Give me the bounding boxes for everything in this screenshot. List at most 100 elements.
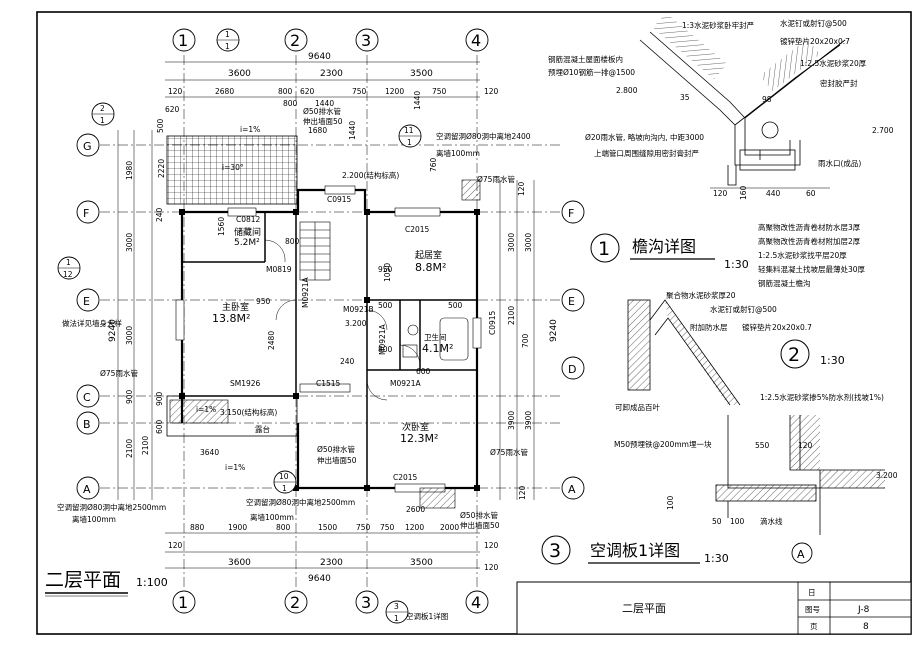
dim-text: 2100 — [507, 306, 516, 325]
detail-label: 轻集料混凝土找坡层最薄处30厚 — [758, 264, 866, 274]
grid-label: F — [568, 207, 574, 220]
note: 空调板1详图 — [406, 611, 448, 621]
grid-label: C — [83, 391, 91, 404]
dim-text: 2220 — [157, 159, 166, 178]
note: Ø75雨水管 — [100, 368, 138, 378]
dim-text: 750 — [356, 523, 371, 532]
detail-grid-label: A — [797, 548, 805, 561]
dim-text: 3000 — [125, 326, 134, 345]
grid-label: 1 — [282, 484, 287, 493]
opening-code: C0812 — [236, 215, 261, 224]
title-block: 二层平面 日 图号 J-8 页 8 — [516, 581, 912, 635]
plan-scale: 1:100 — [136, 576, 168, 589]
dim-text: 1440 — [413, 91, 422, 110]
note: 空调留洞Ø80洞中离地2400 — [436, 131, 531, 141]
dim-text: 1200 — [385, 87, 404, 96]
roof-tile-area — [166, 135, 298, 205]
titleblock-drawing-no-label: 图号 — [805, 605, 820, 614]
note: 空调留洞Ø80洞中离地2500mm — [57, 502, 166, 512]
opening-code: C0915 — [488, 310, 497, 335]
detail-label: 聚合物水泥砂浆厚20 — [666, 290, 736, 300]
grid-label: G — [83, 140, 92, 153]
detail-dim: 100 — [666, 495, 675, 510]
dim-text: 760 — [429, 157, 438, 172]
note: 伸出墙面50 — [460, 520, 500, 530]
dim-text: 950 — [378, 265, 393, 274]
dim-text: 120 — [484, 563, 499, 572]
dim-text: 240 — [340, 357, 355, 366]
note: 离墙100mm — [436, 148, 480, 158]
detail-number-bubble — [541, 535, 571, 565]
detail-dim: 35 — [680, 93, 690, 102]
detail-dim: 160 — [739, 185, 748, 200]
grid-label: 1 — [178, 31, 188, 50]
dim-text: 500 — [448, 301, 463, 310]
detail-dim: 2.800 — [616, 86, 638, 95]
grid-label: E — [83, 295, 90, 308]
dim-text: 700 — [521, 333, 530, 348]
detail-3-ac-platform: 可卸成品百叶 1:2.5水泥砂浆掺5%防水剂(找坡1%) M50预埋铁@200m… — [541, 392, 898, 565]
opening-code: C2015 — [393, 473, 418, 482]
dim-text: 3600 — [228, 558, 251, 568]
dim-text: 620 — [300, 87, 315, 96]
dim-text: 3000 — [507, 233, 516, 252]
grid-label: 4 — [471, 31, 481, 50]
detail-dim: 120 — [798, 441, 813, 450]
dim-text: 1440 — [348, 121, 357, 140]
level-mark: 3.200 — [345, 319, 367, 328]
dim-text: 600 — [155, 419, 164, 434]
dim-text: 800 — [278, 87, 293, 96]
grid-label: 1 — [225, 42, 230, 51]
room-name: 主卧室 — [222, 301, 249, 313]
note: 做法详见墙身大样 — [62, 318, 122, 328]
detail-label: 密封胶严封 — [820, 78, 858, 88]
dim-text: 9240 — [108, 319, 118, 342]
dim-text-left: 1980 3000 3000 2100 900 2100 9240 500 22… — [108, 118, 226, 458]
titleblock-mark: 日 — [808, 588, 816, 597]
dim-text: 9240 — [549, 319, 559, 342]
opening-code: M0819 — [266, 265, 292, 274]
opening-code: M0921A — [378, 323, 387, 355]
room-name: 露台 — [255, 424, 270, 434]
room-area: 8.8M² — [415, 261, 446, 274]
dim-text-top: 9640 3600 2300 3500 2680 800 620 750 120… — [165, 52, 499, 135]
interior-walls — [182, 212, 477, 488]
dim-text: 1980 — [125, 161, 134, 180]
dim-text: 1200 — [405, 523, 424, 532]
grid-bubbles — [57, 28, 585, 624]
detail-label: Ø20雨水管, 略坡向沟内, 中距3000 — [585, 132, 704, 142]
detail-label: 高聚物改性沥青卷材附加层2厚 — [758, 236, 861, 246]
grid-label: 1 — [407, 138, 412, 147]
grid-labels: 1 1 1 2 3 4 1 2 3 3 1 4 2 1 G F 1 12 E C… — [63, 30, 576, 623]
dim-text: 3000 — [524, 233, 533, 252]
detail-dim: 100 — [730, 517, 745, 526]
dim-text: 120 — [484, 541, 499, 550]
dim-text: 3900 — [507, 411, 516, 430]
dim-text: 3900 — [524, 411, 533, 430]
grid-label: 3 — [361, 31, 371, 50]
detail-scale: 1:30 — [820, 354, 845, 367]
opening-code: M0921B — [343, 305, 374, 314]
grid-label: F — [83, 207, 89, 220]
opening-code: C2015 — [405, 225, 430, 234]
detail-label: 高聚物改性沥青卷材防水层3厚 — [758, 222, 861, 232]
dim-text: 1680 — [308, 126, 327, 135]
grid-label: 3 — [361, 593, 371, 612]
level-mark: 3.150(结构标高) — [220, 407, 277, 417]
dim-text: 3500 — [410, 69, 433, 79]
dim-text: 800 — [285, 237, 300, 246]
dim-text: 900 — [125, 389, 134, 404]
stair — [299, 221, 331, 281]
grid-label: D — [568, 363, 576, 376]
room-area: 5.2M² — [234, 238, 260, 248]
grid-label: E — [568, 295, 575, 308]
detail-label: 钢筋混凝土屋面楼板内 — [548, 54, 623, 64]
detail-number: 3 — [549, 540, 561, 562]
dim-text: 900 — [155, 391, 164, 406]
dim-text: 9640 — [308, 574, 331, 584]
dim-text: 3600 — [228, 69, 251, 79]
detail-title: 檐沟详图 — [632, 237, 696, 256]
note: 伸出墙面50 — [317, 455, 357, 465]
dim-text: 880 — [190, 523, 205, 532]
